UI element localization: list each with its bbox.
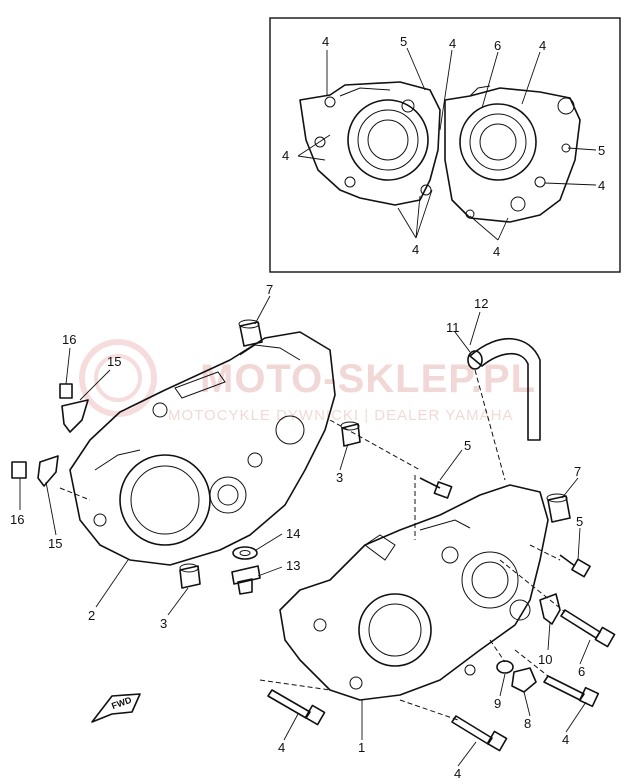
fwd-label: FWD <box>110 695 133 712</box>
bush-7-upper <box>238 319 263 347</box>
fwd-direction-arrow: FWD <box>91 693 141 723</box>
alignment-lines <box>59 369 566 721</box>
drain-plug-13 <box>231 565 261 595</box>
bolt-4-right <box>543 675 600 708</box>
bolt-5-right <box>559 554 591 578</box>
bolt-16-lower <box>11 461 27 479</box>
inset-right-case-half <box>444 85 581 223</box>
callout-10: 10 <box>538 652 552 667</box>
callout-inset-4g: 4 <box>493 244 500 259</box>
clamp-15-upper <box>61 399 89 433</box>
callout-2: 2 <box>88 608 95 623</box>
bolt-4-left <box>267 689 326 726</box>
callout-4-right: 4 <box>562 732 569 747</box>
inset-left-case-half <box>299 81 441 206</box>
callout-4-bottom: 4 <box>454 766 461 781</box>
right-crankcase-half <box>279 484 549 701</box>
callout-1: 1 <box>358 740 365 755</box>
left-crankcase-half <box>69 331 336 566</box>
bush-7-right <box>546 493 571 523</box>
callout-inset-4f: 4 <box>412 242 419 257</box>
callout-5-upper: 5 <box>464 438 471 453</box>
watermark-tagline: MOTOCYKLE DYWNICKI | DEALER YAMAHA <box>168 407 513 424</box>
callout-12: 12 <box>474 296 488 311</box>
hose-clip-11 <box>467 350 483 370</box>
dowel-3-lower <box>179 563 201 589</box>
callout-7-right: 7 <box>574 464 581 479</box>
callout-8: 8 <box>524 716 531 731</box>
watermark-logo-inner <box>94 354 142 402</box>
bolt-4-bottom <box>451 715 508 752</box>
bolt-16-upper <box>59 383 73 399</box>
callout-16-upper: 16 <box>62 332 76 347</box>
callout-inset-5a: 5 <box>400 34 407 49</box>
watermark: MOTO-SKLEP.PL MOTOCYKLE DYWNICKI | DEALE… <box>79 339 535 424</box>
callout-9: 9 <box>494 696 501 711</box>
callout-5-right: 5 <box>576 514 583 529</box>
watermark-logo-ring <box>79 339 157 417</box>
callout-11: 11 <box>446 320 460 335</box>
callout-4-left: 4 <box>278 740 285 755</box>
callout-7-top: 7 <box>266 282 273 297</box>
bolt-5-upper <box>419 477 453 499</box>
callout-15-upper: 15 <box>107 354 121 369</box>
callout-inset-4b: 4 <box>449 36 456 51</box>
callout-3-upper: 3 <box>336 470 343 485</box>
callout-inset-4a: 4 <box>322 34 329 49</box>
inset-frame <box>269 17 621 273</box>
inset-view: 4 5 4 6 4 5 4 4 4 4 <box>269 17 621 273</box>
dowel-3-upper <box>340 421 361 447</box>
callout-inset-4e: 4 <box>282 148 289 163</box>
callout-6: 6 <box>578 664 585 679</box>
inset-leaders <box>297 47 597 241</box>
main-leaders <box>19 295 591 767</box>
nut-8 <box>511 667 537 693</box>
callout-3-lower: 3 <box>160 616 167 631</box>
callout-14: 14 <box>286 526 300 541</box>
callout-inset-4d: 4 <box>598 178 605 193</box>
callout-16-lower: 16 <box>10 512 24 527</box>
washer-14 <box>232 546 258 560</box>
bolt-6 <box>560 609 616 648</box>
callout-13: 13 <box>286 558 300 573</box>
clamp-15-lower <box>37 455 59 487</box>
callout-inset-6: 6 <box>494 38 501 53</box>
callout-15-lower: 15 <box>48 536 62 551</box>
callout-inset-5b: 5 <box>598 143 605 158</box>
callout-inset-4c: 4 <box>539 38 546 53</box>
bracket-10 <box>539 593 561 625</box>
breather-hose-12 <box>469 338 541 441</box>
washer-9 <box>496 660 514 674</box>
